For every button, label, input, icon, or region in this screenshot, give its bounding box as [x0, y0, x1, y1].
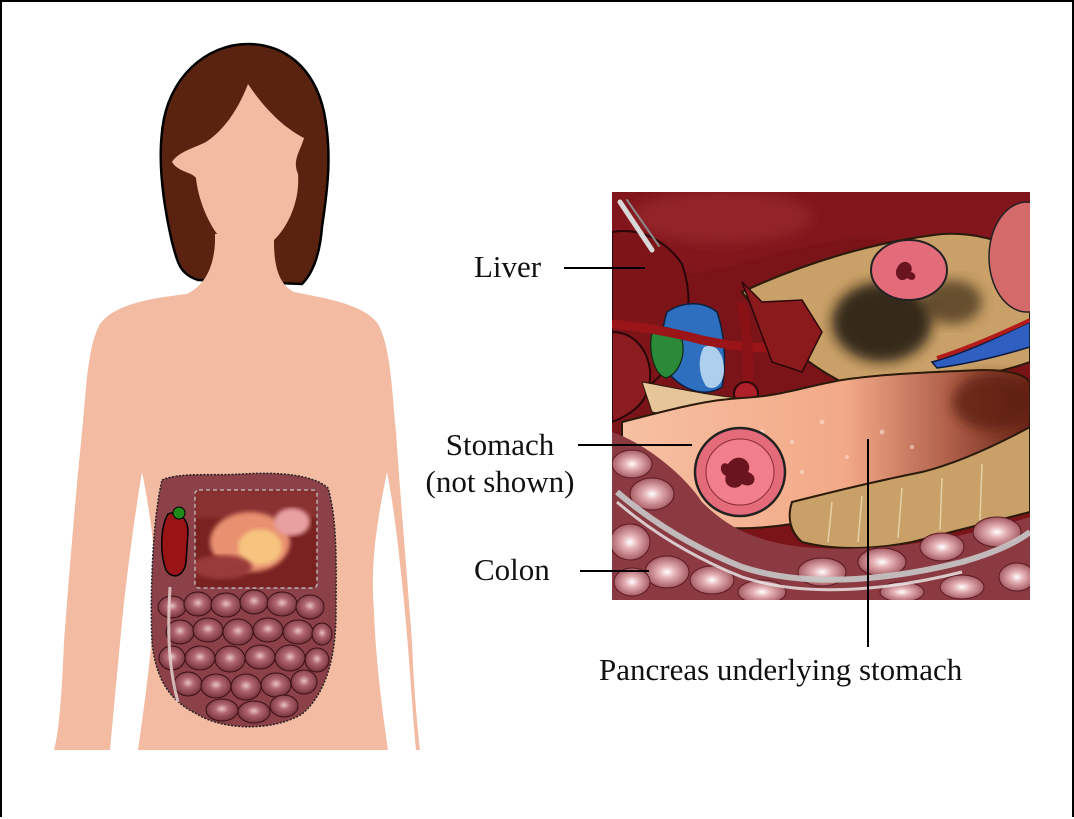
- label-pancreas: Pancreas underlying stomach: [599, 651, 962, 688]
- label-stomach-line2: (not shown): [410, 463, 590, 500]
- label-stomach-line1: Stomach: [410, 426, 590, 463]
- label-liver: Liver: [474, 248, 541, 285]
- organ-closeup: [610, 191, 1065, 604]
- torso-organs: [151, 473, 336, 726]
- label-stomach: Stomach (not shown): [410, 426, 590, 500]
- label-colon: Colon: [474, 551, 550, 588]
- gallbladder: [162, 513, 188, 576]
